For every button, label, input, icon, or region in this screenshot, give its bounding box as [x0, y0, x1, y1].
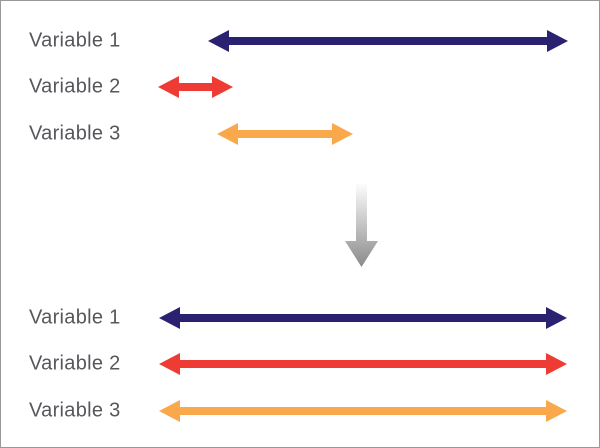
arrowhead-right-icon [212, 76, 233, 98]
arrow-shaft [179, 83, 212, 91]
arrowhead-right-icon [546, 400, 567, 422]
arrowhead-left-icon [208, 30, 229, 52]
arrow-shaft [238, 130, 332, 138]
variable-1-label: Variable 1 [29, 306, 121, 329]
variable-1-label: Variable 1 [29, 29, 121, 52]
arrowhead-left-icon [158, 76, 179, 98]
variable-3-range-arrow [217, 123, 353, 145]
arrowhead-right-icon [332, 123, 353, 145]
arrowhead-right-icon [547, 30, 568, 52]
variable-3-range-arrow [159, 400, 567, 422]
variable-3-label: Variable 3 [29, 122, 121, 145]
variable-3-label: Variable 3 [29, 399, 121, 422]
arrowhead-left-icon [217, 123, 238, 145]
variable-2-label: Variable 2 [29, 75, 121, 98]
variable-2-label: Variable 2 [29, 352, 121, 375]
arrowhead-left-icon [159, 353, 180, 375]
arrowhead-left-icon [159, 307, 180, 329]
variable-1-range-arrow [208, 30, 568, 52]
arrow-shaft [180, 314, 546, 322]
arrowhead-right-icon [546, 353, 567, 375]
arrowhead-right-icon [546, 307, 567, 329]
arrow-shaft [229, 37, 547, 45]
arrow-shaft [180, 407, 546, 415]
variable-2-range-arrow [158, 76, 233, 98]
transform-down-arrow-icon [345, 184, 378, 267]
arrow-shaft [180, 360, 546, 368]
arrowhead-left-icon [159, 400, 180, 422]
variable-1-range-arrow [159, 307, 567, 329]
variable-2-range-arrow [159, 353, 567, 375]
